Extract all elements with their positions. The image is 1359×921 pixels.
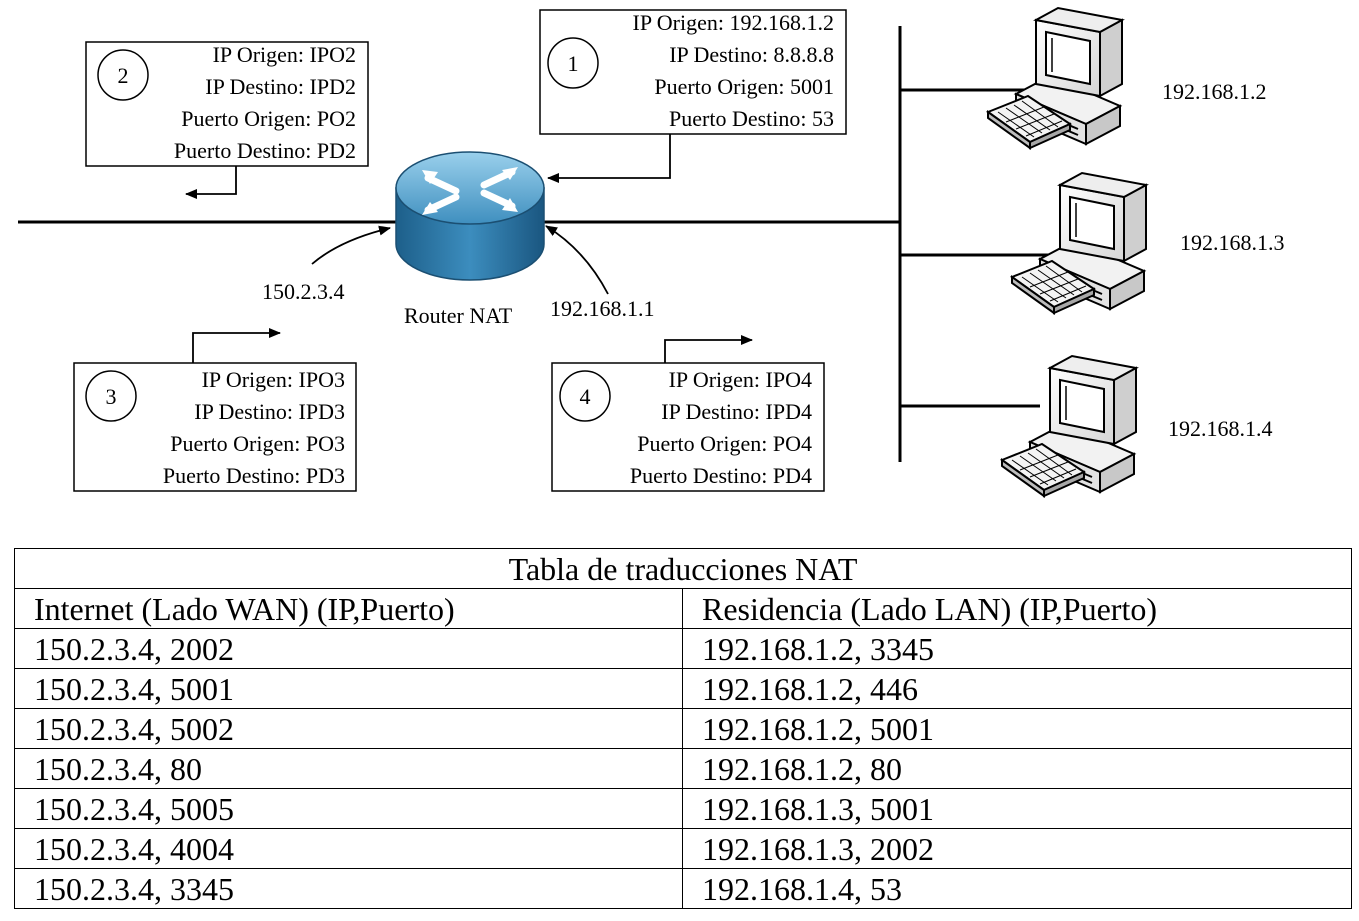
wan-cell: 150.2.3.4, 3345 (14, 868, 683, 909)
table-row: 150.2.3.4, 4004 192.168.1.3, 2002 (14, 828, 1353, 869)
packet-number: 2 (118, 63, 129, 88)
table-row: 150.2.3.4, 2002 192.168.1.2, 3345 (14, 628, 1353, 669)
router-label: Router NAT (404, 303, 513, 328)
packet-field: IP Destino: IPD3 (194, 399, 345, 424)
wan-cell: 150.2.3.4, 5005 (14, 788, 683, 829)
host-computer-1 (987, 7, 1123, 149)
lan-ip-pointer (545, 225, 609, 295)
nat-translation-table: Tabla de traducciones NAT Internet (Lado… (13, 548, 1353, 909)
table-row: 150.2.3.4, 5002 192.168.1.2, 5001 (14, 708, 1353, 749)
packet-number: 4 (580, 384, 591, 409)
wan-cell: 150.2.3.4, 4004 (14, 828, 683, 869)
packet-field: IP Origen: IPO4 (669, 367, 812, 392)
lan-cell: 192.168.1.4, 53 (681, 868, 1353, 909)
packet-field: Puerto Destino: PD2 (174, 138, 356, 163)
wan-cell: 150.2.3.4, 2002 (14, 628, 683, 669)
host-ip-label: 192.168.1.4 (1168, 416, 1273, 441)
wan-ip-pointer (311, 225, 391, 265)
packet-field: IP Origen: 192.168.1.2 (633, 10, 834, 35)
packet-field: Puerto Origen: 5001 (654, 74, 834, 99)
table-row: 150.2.3.4, 3345 192.168.1.4, 53 (14, 868, 1353, 909)
packet-number: 1 (568, 51, 579, 76)
network-diagram: Router NAT 150.2.3.4 192.168.1.1 1 IP Or… (18, 7, 1285, 497)
host-ip-label: 192.168.1.2 (1162, 79, 1267, 104)
packet-field: IP Destino: 8.8.8.8 (669, 42, 834, 67)
lan-cell: 192.168.1.3, 5001 (681, 788, 1353, 829)
packet-3-arrow (192, 328, 281, 363)
lan-cell: 192.168.1.2, 3345 (681, 628, 1353, 669)
wan-cell: 150.2.3.4, 5002 (14, 708, 683, 749)
table-title: Tabla de traducciones NAT (13, 548, 1353, 589)
lan-cell: 192.168.1.2, 80 (681, 748, 1353, 789)
packet-box-4: 4 IP Origen: IPO4 IP Destino: IPD4 Puert… (551, 362, 825, 492)
packet-number-badge (97, 49, 149, 101)
packet-field: Puerto Origen: PO2 (181, 106, 356, 131)
lan-cell: 192.168.1.2, 5001 (681, 708, 1353, 749)
packet-field: IP Origen: IPO2 (213, 42, 356, 67)
packet-2-arrow (185, 166, 237, 199)
packet-number: 3 (106, 384, 117, 409)
packet-box-2: 2 IP Origen: IPO2 IP Destino: IPD2 Puert… (85, 41, 369, 167)
packet-4-arrow (664, 335, 753, 363)
column-header-wan: Internet (Lado WAN) (IP,Puerto) (14, 588, 683, 629)
packet-1-arrow (547, 134, 671, 183)
packet-number-badge (559, 370, 611, 422)
packet-field: IP Destino: IPD4 (661, 399, 812, 424)
packet-field: Puerto Origen: PO4 (637, 431, 812, 456)
packet-number-badge (85, 370, 137, 422)
packet-field: IP Origen: IPO3 (202, 367, 345, 392)
packet-field: IP Destino: IPD2 (205, 74, 356, 99)
packet-field: Puerto Origen: PO3 (170, 431, 345, 456)
packet-field: Puerto Destino: PD3 (163, 463, 345, 488)
packet-field: Puerto Destino: 53 (669, 106, 834, 131)
table-row: 150.2.3.4, 5001 192.168.1.2, 446 (14, 668, 1353, 709)
packet-field: Puerto Destino: PD4 (630, 463, 812, 488)
wan-ip-label: 150.2.3.4 (262, 279, 345, 304)
wan-cell: 150.2.3.4, 5001 (14, 668, 683, 709)
packet-box-1: 1 IP Origen: 192.168.1.2 IP Destino: 8.8… (539, 9, 847, 135)
lan-cell: 192.168.1.3, 2002 (681, 828, 1353, 869)
table-row: 150.2.3.4, 5005 192.168.1.3, 5001 (14, 788, 1353, 829)
packet-number-badge (547, 37, 599, 89)
table-row: 150.2.3.4, 80 192.168.1.2, 80 (14, 748, 1353, 789)
lan-ip-label: 192.168.1.1 (550, 296, 655, 321)
lan-cell: 192.168.1.2, 446 (681, 668, 1353, 709)
column-header-lan: Residencia (Lado LAN) (IP,Puerto) (681, 588, 1353, 629)
host-computer-3 (1001, 355, 1137, 497)
router-icon (395, 151, 545, 281)
wan-cell: 150.2.3.4, 80 (14, 748, 683, 789)
packet-box-3: 3 IP Origen: IPO3 IP Destino: IPD3 Puert… (73, 362, 357, 492)
host-computer-2 (1011, 172, 1147, 314)
host-ip-label: 192.168.1.3 (1180, 230, 1285, 255)
